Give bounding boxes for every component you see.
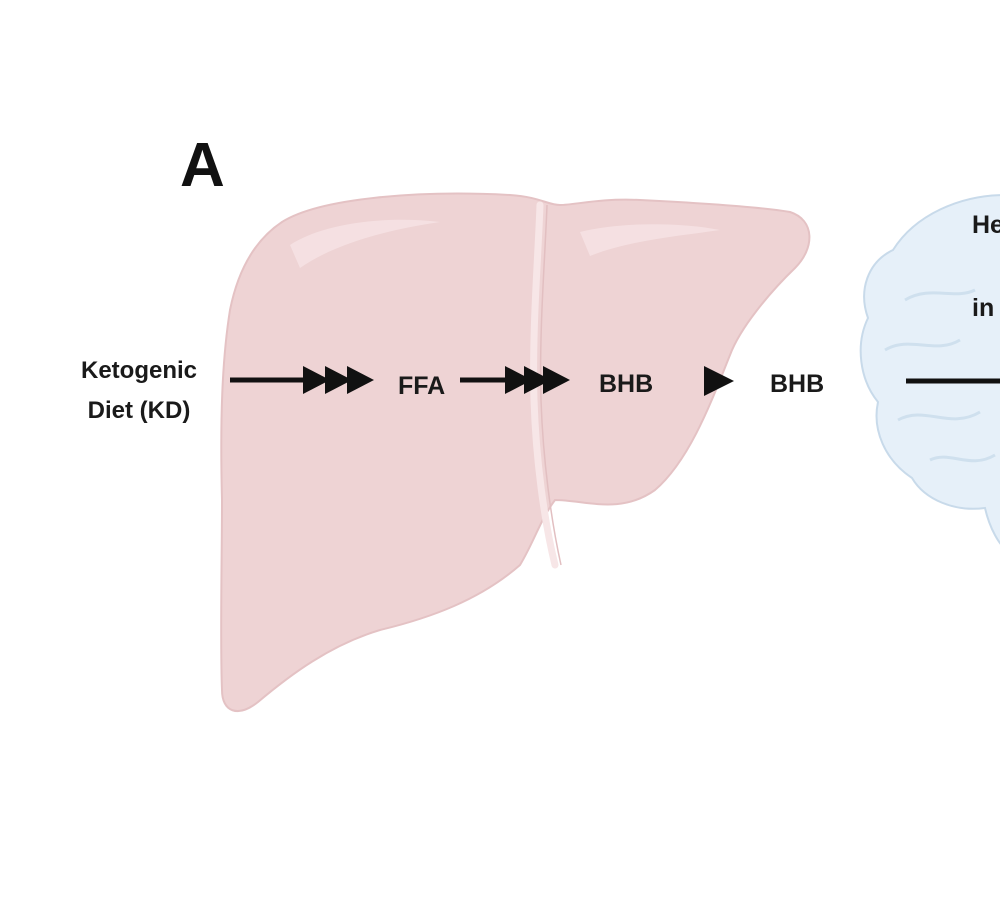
brain-fold (884, 338, 961, 352)
arrowhead-icon (303, 366, 330, 394)
arrowhead-icon (505, 366, 532, 394)
diet-label-line1: Ketogenic (81, 357, 197, 384)
brain-label-partial-1: He (972, 211, 1000, 239)
bhb-liver-label: BHB (599, 370, 653, 398)
arrow-ffa-to-bhb (460, 366, 570, 394)
arrowhead-icon (325, 366, 352, 394)
liver-illustration (220, 192, 811, 712)
arrowhead-icon (347, 366, 374, 394)
arrow-kd-to-ffa (230, 366, 374, 394)
panel-label: A (180, 131, 225, 200)
brain-fold (904, 288, 976, 302)
ffa-label: FFA (398, 372, 445, 400)
liver-highlight (290, 219, 440, 268)
arrowhead-icon (524, 366, 551, 394)
diet-label-line2: Diet (KD) (88, 397, 191, 424)
arrowhead-icon (543, 366, 570, 394)
liver-ligament (530, 201, 559, 569)
brain-label-partial-2: in (972, 294, 994, 322)
brain-outline (859, 194, 1000, 545)
brain-fold (929, 453, 996, 463)
liver-ligament-edge (539, 204, 562, 566)
liver-highlight (580, 224, 720, 256)
brain-illustration (859, 194, 1000, 545)
bhb-blood-label: BHB (770, 370, 824, 398)
liver-outline (220, 192, 811, 712)
brain-fold (897, 410, 981, 422)
arrowhead-icon (704, 366, 734, 396)
